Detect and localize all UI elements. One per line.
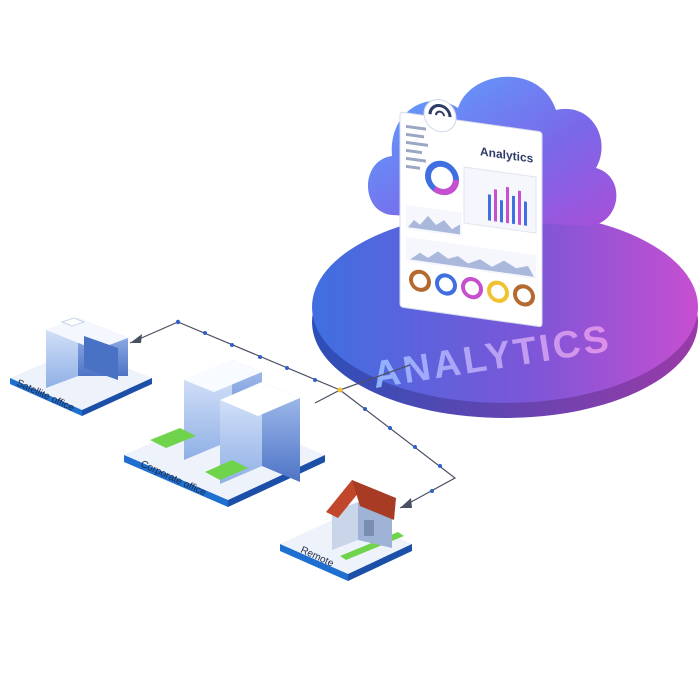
arrow-head-icon bbox=[130, 334, 142, 343]
arrow-head-icon bbox=[400, 498, 412, 508]
grass-patch bbox=[205, 460, 248, 480]
dashboard-bar-chart bbox=[463, 166, 537, 234]
grass-patch bbox=[150, 428, 196, 448]
analytics-dashboard: Analytics bbox=[399, 98, 543, 328]
corporate-office-node: Corporate office bbox=[124, 360, 325, 507]
connection-remote bbox=[314, 389, 457, 509]
dashboard-area-charts bbox=[406, 204, 536, 280]
satellite-office-node: Satellite office bbox=[10, 317, 152, 416]
remote-node: Remote bbox=[280, 480, 412, 581]
connection-analytics bbox=[339, 364, 411, 391]
network-nodes bbox=[175, 319, 442, 493]
dashboard-donut-chart bbox=[425, 160, 459, 196]
dashboard-donut-row bbox=[409, 269, 535, 307]
dashboard-legend bbox=[406, 124, 428, 170]
